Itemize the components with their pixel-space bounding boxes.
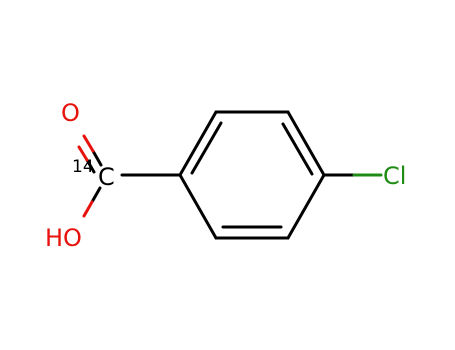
ring-bond-6	[178, 173, 218, 240]
hydroxyl-bond-red	[82, 200, 94, 218]
bonds	[120, 110, 356, 240]
ring-bond-1	[178, 110, 218, 177]
ring-inner-bond-2	[281, 122, 314, 176]
carbonyl-bond-b-dark	[85, 158, 96, 174]
hydroxyl-bond-dark	[90, 186, 102, 204]
carbonyl-oxygen-label: O	[61, 99, 80, 127]
ring-bond-4	[286, 173, 326, 240]
carbon-isotope-label: 14	[72, 157, 94, 177]
carbon-label: C	[98, 163, 115, 191]
ring-inner-bond-1	[190, 121, 223, 175]
chlorine-label: Cl	[383, 162, 406, 190]
carbonyl-bond-a-red	[82, 134, 95, 153]
hydroxyl-label: HO	[45, 224, 82, 252]
carbonyl-bond-a-dark	[91, 149, 103, 167]
carbonyl-bond-b-red	[77, 145, 89, 162]
ring-bond-3	[286, 110, 326, 177]
